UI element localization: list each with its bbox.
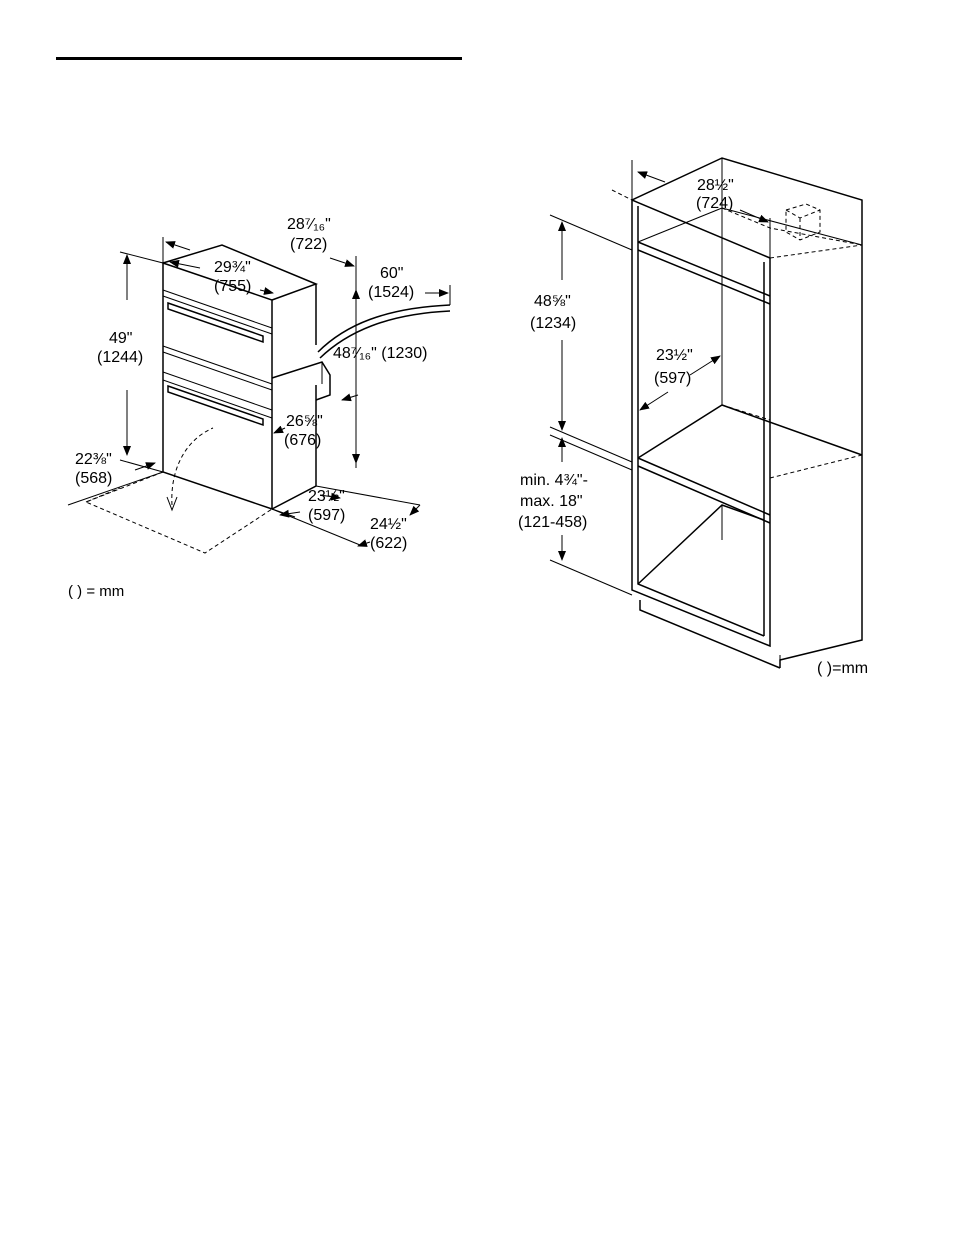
door-swing-mm: (568): [75, 470, 112, 487]
cabinet-width-mm: (724): [696, 195, 733, 212]
cutout-height-in: 48⅝": [534, 293, 571, 310]
cutout-height-mm: (1234): [530, 315, 576, 332]
oven-drawing: 28⁷⁄₁₆" (722) 29¾" (755) 49" (1244) 60" …: [67, 216, 451, 600]
cabinet-drawing: 28½" (724) 48⅝" (1234) 23½" (597) min. 4…: [518, 157, 868, 677]
oven-height-mm: (1244): [97, 349, 143, 366]
lower-handle: [167, 384, 264, 427]
junction-box: [271, 361, 331, 401]
oven-body-height: 48⁷⁄₁₆" (1230): [333, 345, 427, 362]
oven-body-depth-in: 26⅝": [286, 413, 323, 430]
oven-body-depth-mm: (676): [284, 432, 321, 449]
door-swing-in: 22⅜": [75, 451, 112, 468]
cabinet-outline: [631, 157, 863, 668]
junction-box-outline: [785, 203, 821, 241]
oven-units-note: ( ) = mm: [68, 583, 124, 600]
oven-width-mm: (722): [290, 236, 327, 253]
oven-front-width-mm: (755): [214, 278, 251, 295]
cutout-depth-in: 23½": [656, 347, 693, 364]
oven-width-in: 28⁷⁄₁₆": [287, 216, 331, 233]
upper-handle: [167, 301, 264, 344]
power-cord: [317, 304, 451, 353]
oven-total-depth-mm: (622): [370, 535, 407, 552]
cord-length-in: 60": [380, 265, 403, 282]
cord-length-mm: (1524): [368, 284, 414, 301]
door-swing-arc: [171, 427, 214, 506]
oven-top-face: [162, 244, 319, 301]
oven-front-depth-in: 23½": [308, 488, 345, 505]
door-footprint: [84, 471, 273, 554]
oven-front-width-in: 29¾": [214, 259, 251, 276]
cutout-depth-mm: (597): [654, 370, 691, 387]
cabinet-units-note: ( )=mm: [817, 660, 868, 677]
cabinet-front: [631, 200, 771, 648]
oven-front-depth-mm: (597): [308, 507, 345, 524]
base-height-mm: (121-458): [518, 514, 587, 531]
base-height-line2: max. 18": [520, 493, 583, 510]
cabinet-width-in: 28½": [697, 177, 734, 194]
section-rule: [56, 57, 462, 60]
oven-total-depth-in: 24½": [370, 516, 407, 533]
base-height-line1: min. 4¾"-: [520, 472, 588, 489]
oven-height-in: 49": [109, 330, 132, 347]
